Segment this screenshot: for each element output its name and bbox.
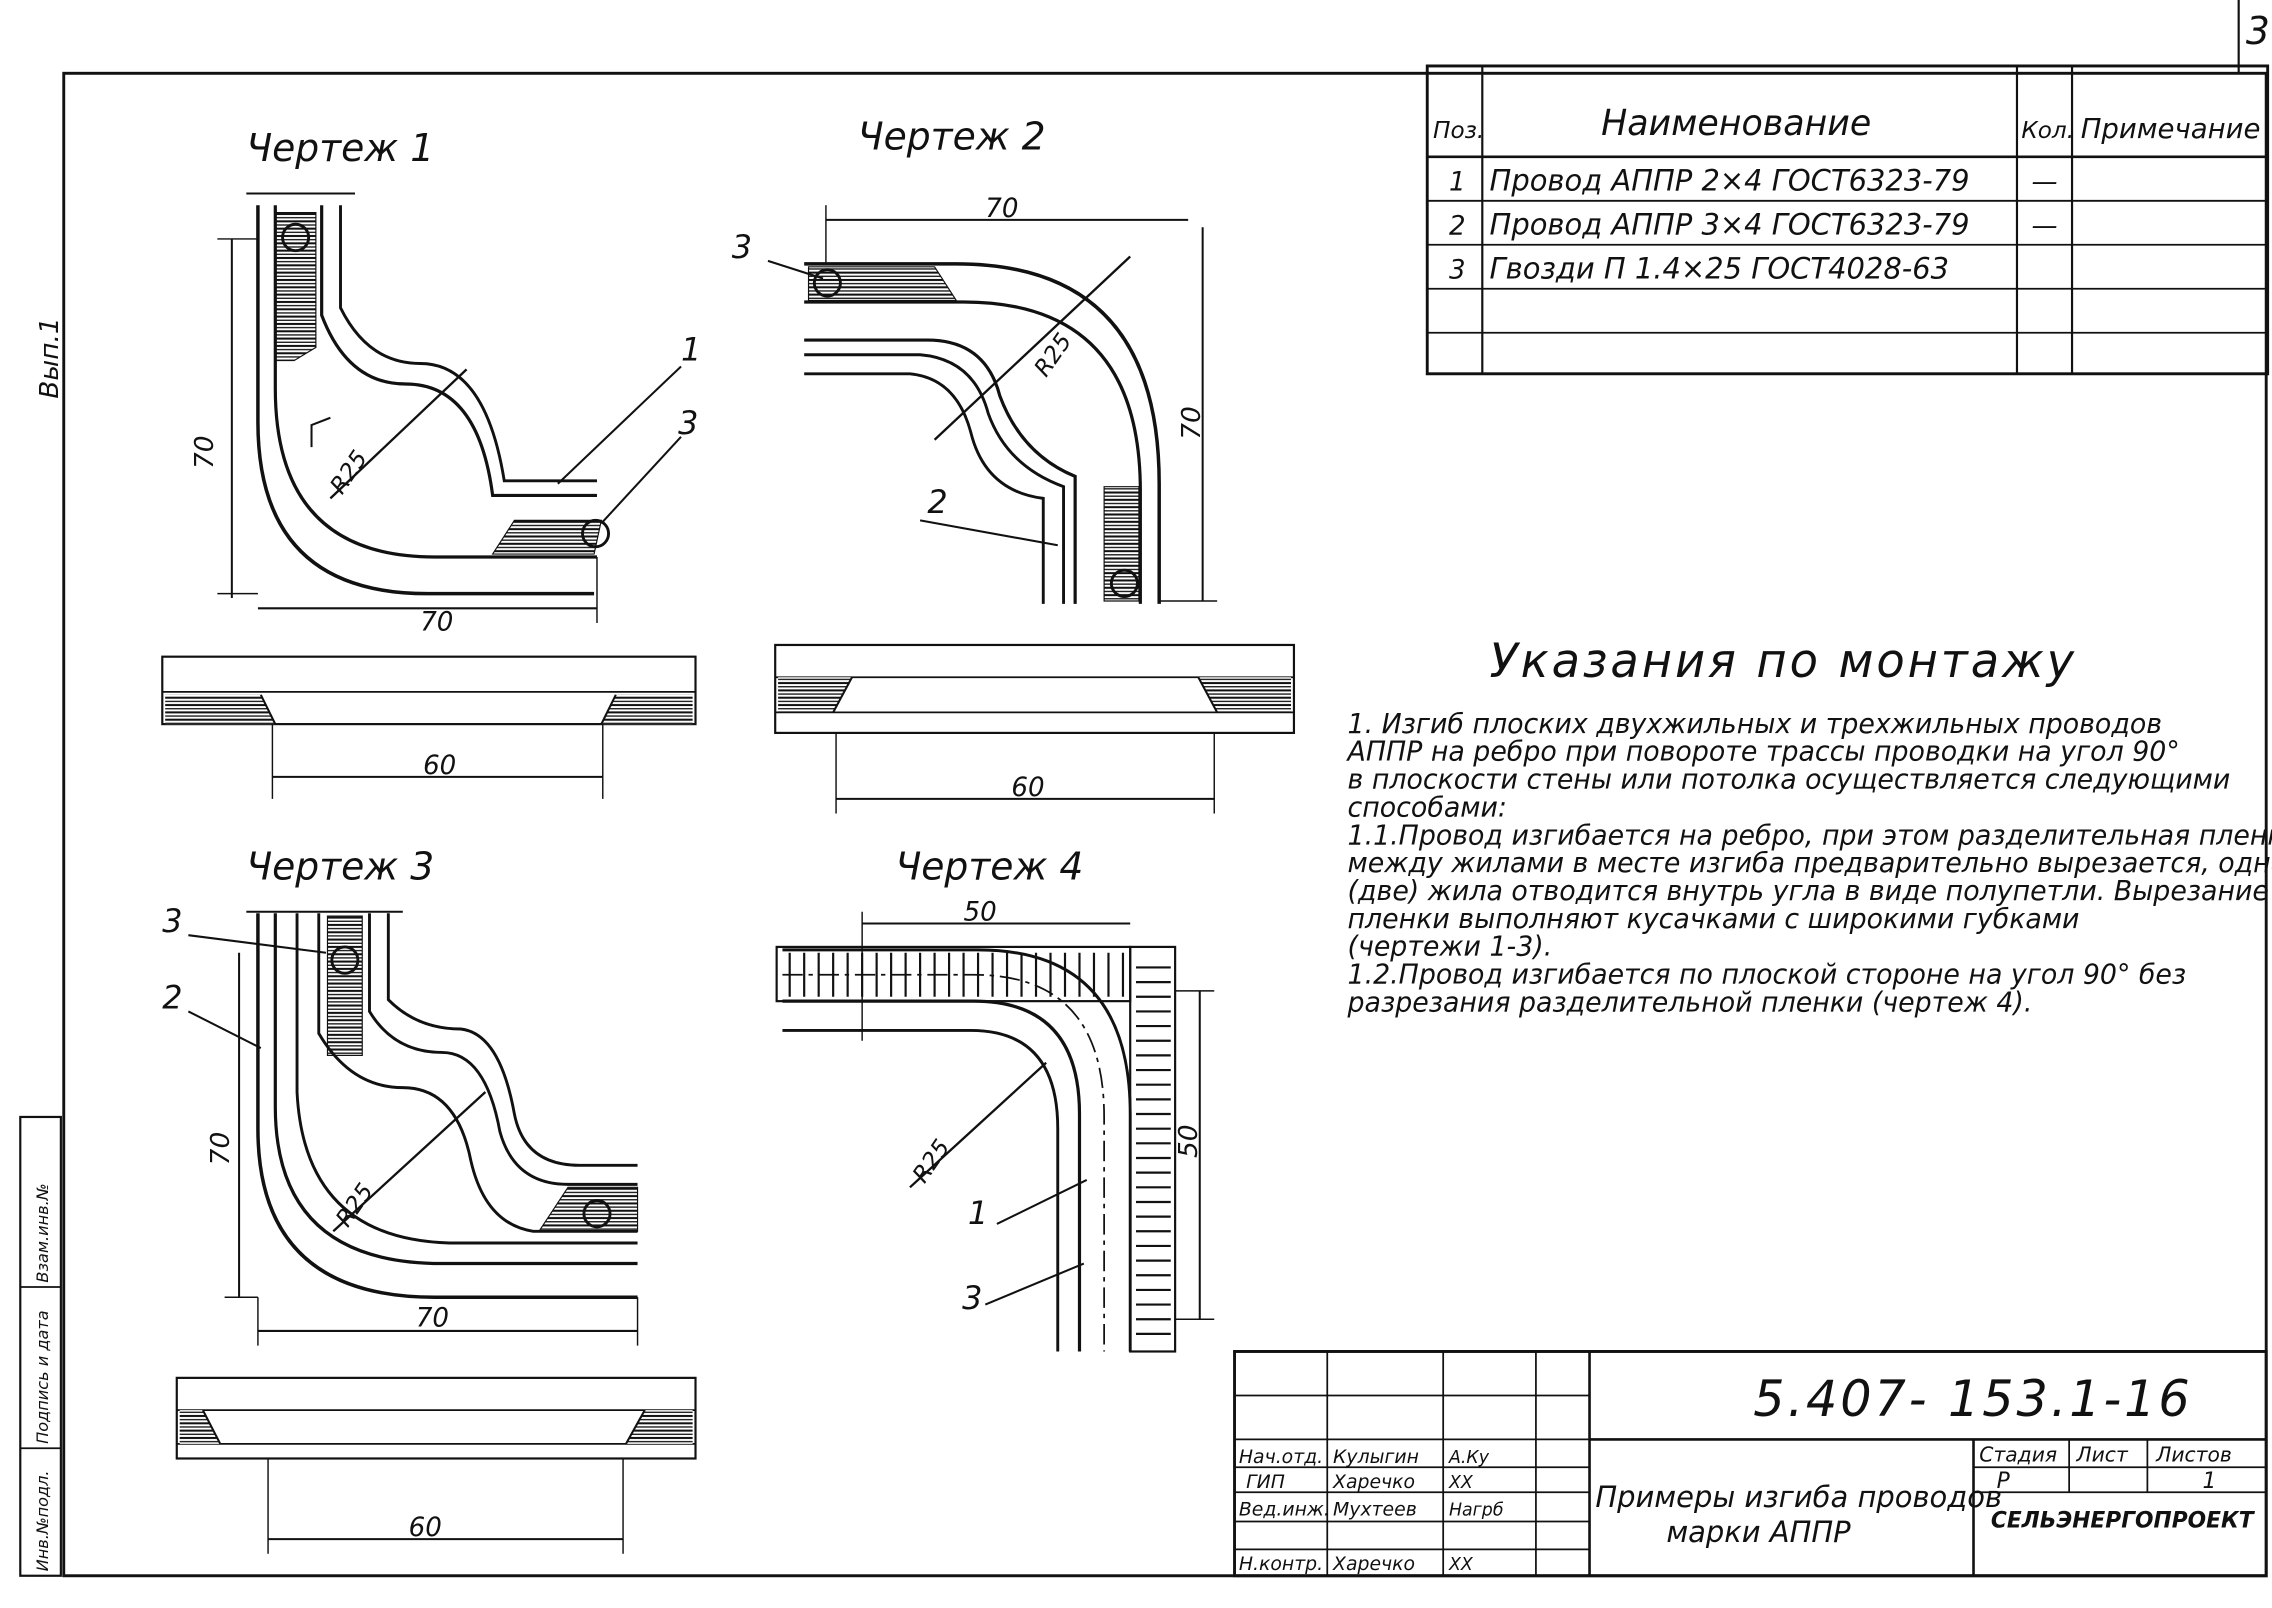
drawing-3-radius-label: R25 bbox=[331, 1178, 379, 1231]
drawing-4-nail-ticks bbox=[788, 952, 1171, 1335]
notes-line-8: пленки выполняют кусачками с широкими гу… bbox=[1348, 904, 2080, 935]
drawing-3-pos-3: 3 bbox=[162, 902, 182, 940]
side-stamp: Инв.№подл. Подпись и дата Взам.инв.№ bbox=[19, 1115, 62, 1577]
notes-title: Указания по монтажу bbox=[1490, 634, 2077, 688]
drawing-4-pos-1: 1 bbox=[968, 1194, 988, 1232]
staff-4-sign: ХХ bbox=[1448, 1555, 1474, 1575]
notes-line-3: в плоскости стены или потолка осуществля… bbox=[1348, 764, 2231, 795]
staff-3-sign: Нагрб bbox=[1449, 1501, 1504, 1521]
sheets-value: 1 bbox=[2202, 1469, 2216, 1494]
sheet-frame bbox=[62, 71, 2268, 1578]
spec-row-3-pos: 3 bbox=[1449, 255, 1466, 285]
drawing-2-dim-length: 60 bbox=[1011, 773, 1044, 803]
stamp-sign: Подпись и дата bbox=[33, 1310, 52, 1443]
drawing-2-pos-3: 3 bbox=[732, 228, 752, 266]
drawing-3-pos-2: 2 bbox=[162, 978, 182, 1016]
drawing-4-title: Чертеж 4 bbox=[895, 844, 1083, 888]
staff-3-name: Мухтеев bbox=[1333, 1499, 1417, 1521]
spec-table: Поз. Наименование Кол. Примечание 1 Пров… bbox=[1425, 64, 2270, 376]
doc-code: 5.407- 153.1-16 bbox=[1753, 1370, 2192, 1428]
notes-line-6: между жилами в месте изгиба предваритель… bbox=[1348, 848, 2272, 879]
staff-4-name: Харечко bbox=[1332, 1553, 1415, 1575]
drawing-2-radius-label: R25 bbox=[1029, 328, 1077, 381]
notes-line-5: 1.1.Провод изгибается на ребро, при этом… bbox=[1348, 820, 2272, 851]
notes-line-7: (две) жила отводится внутрь угла в виде … bbox=[1348, 876, 2269, 907]
notes-line-9: (чертежи 1-3). bbox=[1348, 932, 1553, 963]
drawing-1-dim-length: 60 bbox=[423, 751, 456, 781]
spec-row-1-pos: 1 bbox=[1449, 167, 1466, 197]
drawing-1-dim-vertical: 70 bbox=[190, 435, 220, 469]
drawing-1-title: Чертеж 1 bbox=[246, 126, 434, 170]
sheet-number: 3 bbox=[2246, 9, 2270, 53]
notes-line-10: 1.2.Провод изгибается по плоской стороне… bbox=[1348, 959, 2187, 990]
organization-name: СЕЛЬЭНЕРГОПРОЕКТ bbox=[1991, 1508, 2256, 1533]
drawing-3-title: Чертеж 3 bbox=[246, 844, 434, 888]
staff-2-role: ГИП bbox=[1246, 1471, 1285, 1493]
drawing-2: Чертеж 2 70 70 R25 3 2 60 bbox=[732, 114, 1296, 814]
spec-row-1-qty: — bbox=[2031, 167, 2057, 197]
drawing-1-pos-3: 3 bbox=[678, 404, 698, 442]
drawing-1-pos-1: 1 bbox=[681, 330, 701, 368]
drawing-3-dim-horizontal: 70 bbox=[416, 1303, 449, 1333]
doc-title-line-2: марки АППР bbox=[1666, 1515, 1851, 1549]
staff-1-sign: А.Ку bbox=[1448, 1448, 1490, 1468]
drawing-2-dim-horizontal: 70 bbox=[985, 194, 1018, 224]
doc-title-line-1: Примеры изгиба проводов bbox=[1595, 1480, 2002, 1514]
notes-line-2: АППР на ребро при повороте трассы провод… bbox=[1346, 737, 2180, 768]
stamp-inv: Инв.№подл. bbox=[33, 1470, 52, 1571]
staff-4-role: Н.контр. bbox=[1239, 1553, 1323, 1575]
notes-line-4: способами: bbox=[1348, 792, 1507, 823]
drawing-1: Чертеж 1 70 70 R25 1 3 60 bbox=[161, 126, 701, 799]
spec-header-name: Наименование bbox=[1601, 104, 1871, 144]
spec-row-2-name: Провод АППР 3×4 ГОСТ6323-79 bbox=[1490, 207, 1970, 241]
drawing-4: Чертеж 4 50 50 R25 1 3 bbox=[775, 844, 1215, 1353]
drawing-4-pos-3: 3 bbox=[962, 1279, 982, 1317]
sheet-header: Лист bbox=[2075, 1442, 2128, 1466]
spec-row-2-qty: — bbox=[2031, 211, 2057, 241]
installation-notes: Указания по монтажу 1. Изгиб плоских дву… bbox=[1346, 634, 2272, 1018]
spec-row-3-name: Гвозди П 1.4×25 ГОСТ4028-63 bbox=[1490, 251, 1950, 285]
drawing-4-dim-vertical: 50 bbox=[1174, 1124, 1204, 1158]
staff-2-name: Харечко bbox=[1332, 1471, 1415, 1493]
spec-header-note: Примечание bbox=[2081, 112, 2261, 145]
staff-1-name: Кулыгин bbox=[1333, 1446, 1419, 1468]
spec-row-1-name: Провод АППР 2×4 ГОСТ6323-79 bbox=[1490, 163, 1970, 197]
spec-header-pos: Поз. bbox=[1433, 117, 1484, 144]
drawing-4-dim-horizontal: 50 bbox=[964, 897, 997, 927]
drawing-1-dim-horizontal: 70 bbox=[420, 607, 453, 637]
stamp-replace: Взам.инв.№ bbox=[33, 1183, 52, 1282]
stage-value: Р bbox=[1997, 1469, 2011, 1494]
title-block: 5.407- 153.1-16 Примеры изгиба проводов … bbox=[1233, 1350, 2268, 1578]
drawing-1-radius-label: R25 bbox=[325, 446, 373, 499]
spec-row-2-pos: 2 bbox=[1449, 211, 1466, 241]
drawing-2-title: Чертеж 2 bbox=[858, 114, 1046, 158]
staff-2-sign: ХХ bbox=[1448, 1473, 1474, 1493]
notes-line-1: 1. Изгиб плоских двухжильных и трехжильн… bbox=[1348, 709, 2163, 740]
staff-1-role: Нач.отд. bbox=[1239, 1446, 1323, 1468]
drawing-2-pos-2: 2 bbox=[927, 483, 947, 521]
staff-3-role: Вед.инж. bbox=[1239, 1499, 1330, 1521]
drawing-3: Чертеж 3 70 70 R25 3 2 60 bbox=[162, 844, 697, 1554]
side-label-issue: Вып.1 bbox=[35, 317, 65, 398]
drawing-2-dim-vertical: 70 bbox=[1177, 406, 1207, 440]
stage-header: Стадия bbox=[1979, 1442, 2057, 1466]
spec-header-qty: Кол. bbox=[2021, 117, 2074, 144]
sheets-header: Листов bbox=[2155, 1442, 2232, 1466]
drawing-3-dim-vertical: 70 bbox=[206, 1132, 236, 1166]
drawing-3-dim-length: 60 bbox=[409, 1513, 442, 1543]
drawing-4-radius-label: R25 bbox=[907, 1134, 955, 1187]
notes-line-11: разрезания разделительной пленки (чертеж… bbox=[1347, 987, 2033, 1018]
